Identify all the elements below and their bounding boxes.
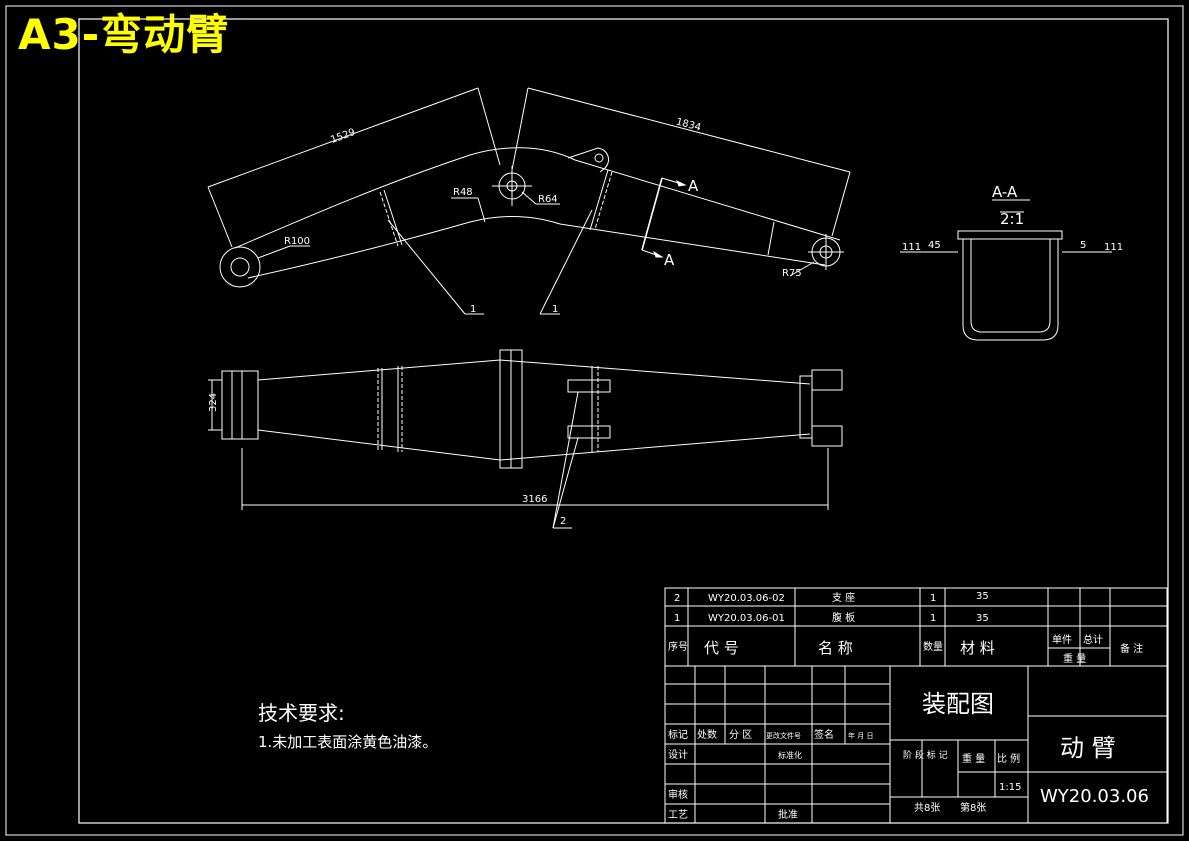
dim-1834: 1834 xyxy=(675,117,702,134)
dim-r64: R64 xyxy=(538,194,558,205)
tech-requirement-item: 1.未加工表面涂黄色油漆。 xyxy=(258,733,437,751)
part-row-no: 1 xyxy=(674,613,680,624)
label-sign: 签名 xyxy=(814,728,834,741)
label-approve: 批准 xyxy=(778,808,798,821)
page-title: A3-弯动臂 xyxy=(18,10,230,59)
part-row-no: 2 xyxy=(674,593,680,604)
header-code: 代 号 xyxy=(704,639,739,657)
header-material: 材 料 xyxy=(960,639,995,657)
weld-left-size: 111 xyxy=(902,242,921,253)
part-row-material: 35 xyxy=(976,591,989,602)
part-row-code: WY20.03.06-02 xyxy=(708,593,785,604)
weld-right-angle: 5 xyxy=(1080,240,1086,251)
section-title: A-A xyxy=(992,183,1018,201)
label-zone: 分 区 xyxy=(729,729,752,741)
label-stage: 阶 段 标 记 xyxy=(903,749,948,761)
scale-value: 1:15 xyxy=(999,782,1021,793)
dim-r100: R100 xyxy=(284,236,310,247)
section-scale: 2:1 xyxy=(1000,210,1024,228)
label-scale: 比 例 xyxy=(997,752,1020,765)
label-change-doc: 更改文件号 xyxy=(766,731,801,740)
dim-324: 324 xyxy=(208,393,219,412)
header-name: 名 称 xyxy=(818,639,853,657)
callout-2: 2 xyxy=(560,516,566,527)
title-block xyxy=(664,587,1168,824)
dim-r48: R48 xyxy=(453,187,473,198)
label-date: 年 月 日 xyxy=(848,731,873,740)
header-no: 序号 xyxy=(668,640,688,653)
part-row-qty: 1 xyxy=(930,593,936,604)
part-row-qty: 1 xyxy=(930,613,936,624)
tech-requirements-title: 技术要求: xyxy=(258,701,345,725)
section-mark-a-bottom: A xyxy=(664,251,675,269)
part-name: 动 臂 xyxy=(1060,734,1116,762)
outer-frame xyxy=(5,5,1184,836)
label-review: 审核 xyxy=(668,788,688,801)
inner-frame xyxy=(78,18,1169,824)
label-standardize: 标准化 xyxy=(778,750,802,760)
header-unit: 单件 xyxy=(1052,634,1072,646)
section-view-a-a xyxy=(900,199,1112,341)
sheet-number: 第8张 xyxy=(960,801,986,814)
part-row-name: 腹 板 xyxy=(832,611,855,624)
header-note: 备 注 xyxy=(1120,642,1143,655)
drawing-number: WY20.03.06 xyxy=(1040,786,1149,807)
part-row-material: 35 xyxy=(976,613,989,624)
section-mark-a-top: A xyxy=(688,177,699,195)
part-row-name: 支 座 xyxy=(832,591,855,604)
dim-r75: R75 xyxy=(782,268,802,279)
dim-1529: 1529 xyxy=(329,127,357,146)
label-mark: 标记 xyxy=(668,729,688,741)
dim-3166: 3166 xyxy=(522,494,547,505)
weld-right-size: 111 xyxy=(1104,242,1123,253)
header-qty: 数量 xyxy=(923,640,943,653)
top-view xyxy=(208,349,843,529)
sheets-total: 共8张 xyxy=(914,802,940,814)
part-row-code: WY20.03.06-01 xyxy=(708,613,785,624)
label-count: 处数 xyxy=(697,728,717,741)
label-weight: 重 量 xyxy=(962,752,985,765)
label-process: 工艺 xyxy=(668,809,688,821)
weld-left-angle: 45 xyxy=(928,240,941,251)
side-view xyxy=(207,87,851,315)
header-total: 总计 xyxy=(1083,633,1103,646)
drawing-type: 装配图 xyxy=(922,690,994,718)
callout-1-right: 1 xyxy=(552,304,558,315)
header-weight: 重 量 xyxy=(1063,652,1086,665)
callout-1-left: 1 xyxy=(470,304,476,315)
label-design: 设计 xyxy=(668,748,688,761)
